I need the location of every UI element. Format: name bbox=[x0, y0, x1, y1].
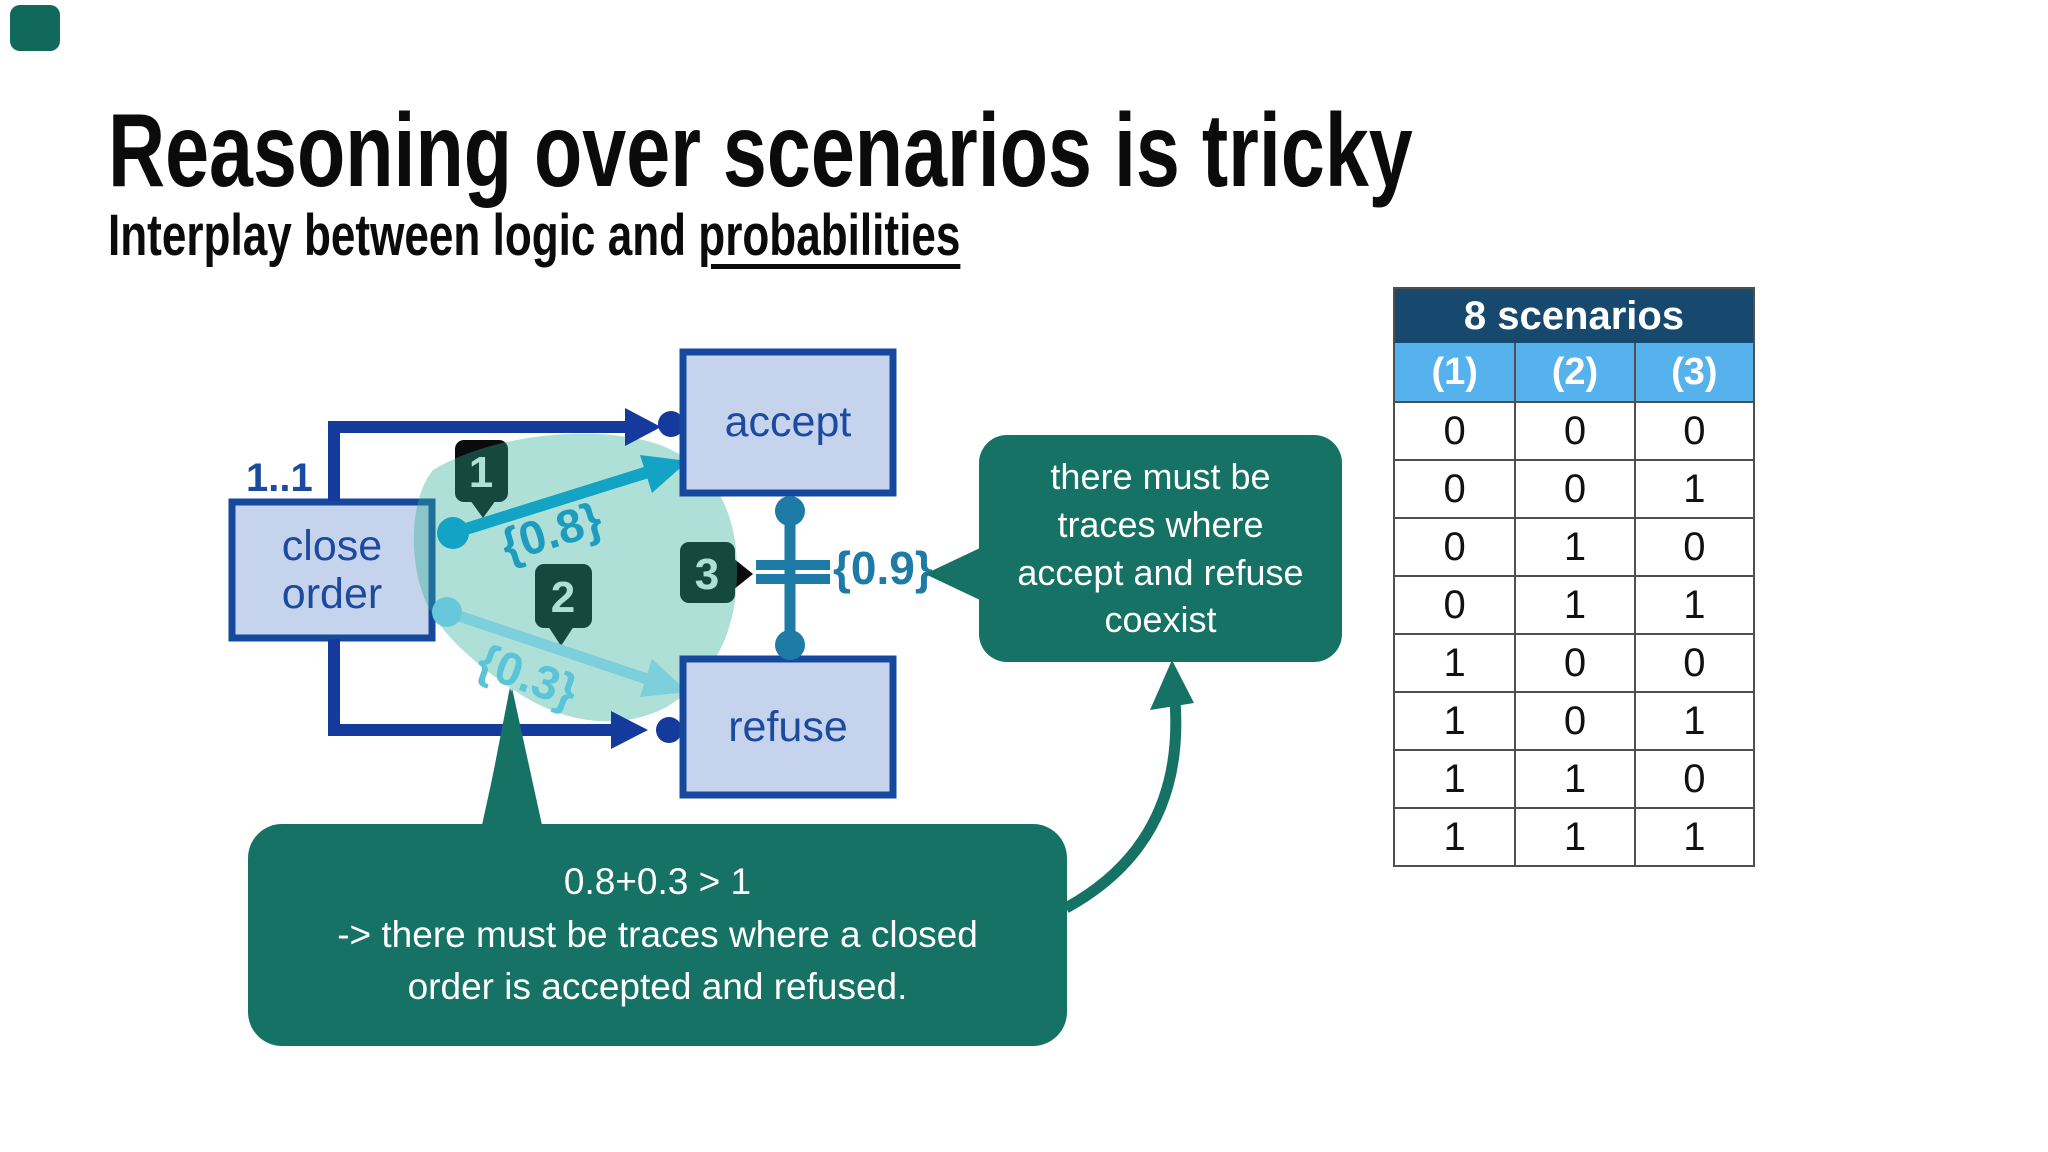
column-header-3: (3) bbox=[1633, 343, 1753, 403]
scenarios-table-title: 8 scenarios bbox=[1395, 289, 1753, 343]
close-order-label: close order bbox=[281, 521, 383, 618]
accept-label: accept bbox=[724, 398, 852, 447]
column-header-1: (1) bbox=[1395, 343, 1515, 403]
curved-arrow bbox=[1063, 660, 1194, 913]
close-order-box bbox=[228, 498, 436, 642]
bottom-note-text: 0.8+0.3 > 1 -> there must be traces wher… bbox=[337, 861, 978, 1008]
badge-1: 1 bbox=[455, 440, 508, 518]
table-cell: 1 bbox=[1514, 809, 1634, 865]
table-cell: 1 bbox=[1633, 809, 1753, 865]
badge-1-number: 1 bbox=[469, 448, 493, 497]
page-subtitle: Interplay between logic and probabilitie… bbox=[108, 202, 1230, 269]
subtitle-text: Interplay between logic and bbox=[108, 203, 699, 268]
table-cell: 1 bbox=[1514, 519, 1634, 577]
table-cell: 1 bbox=[1514, 577, 1634, 635]
corner-accent bbox=[10, 5, 60, 51]
scenarios-table-header: (1) (2) (3) bbox=[1395, 343, 1753, 403]
table-cell: 1 bbox=[1395, 693, 1515, 751]
table-cell: 0 bbox=[1395, 519, 1515, 577]
table-cell: 0 bbox=[1633, 635, 1753, 693]
refuse-label: refuse bbox=[728, 702, 848, 751]
table-cell: 0 bbox=[1514, 635, 1634, 693]
badge-3-number: 3 bbox=[695, 550, 719, 599]
coexist-callout: there must be traces where accept and re… bbox=[925, 435, 1342, 662]
table-cell: 1 bbox=[1514, 751, 1634, 809]
coexist-callout-tail bbox=[925, 548, 980, 600]
table-cell: 1 bbox=[1395, 635, 1515, 693]
scenario-blob bbox=[413, 433, 738, 722]
table-cell: 1 bbox=[1395, 751, 1515, 809]
table-cell: 0 bbox=[1395, 461, 1515, 519]
probability-arrow-accept bbox=[437, 455, 688, 549]
bottom-note-tail bbox=[482, 688, 542, 825]
probability-label-not-coexistence: {0.9} bbox=[833, 542, 933, 594]
badge-2: 2 bbox=[535, 564, 592, 646]
table-cell: 1 bbox=[1633, 577, 1753, 635]
multiplicity-label: 1..1 bbox=[246, 456, 313, 500]
table-cell: 0 bbox=[1395, 403, 1515, 461]
table-cell: 0 bbox=[1633, 519, 1753, 577]
not-coexistence-connector bbox=[756, 496, 830, 660]
page-title: Reasoning over scenarios is tricky bbox=[108, 93, 1413, 209]
table-cell: 0 bbox=[1514, 403, 1634, 461]
coexist-callout-text: there must be traces where accept and re… bbox=[1017, 455, 1304, 641]
table-cell: 0 bbox=[1395, 577, 1515, 635]
table-cell: 1 bbox=[1633, 461, 1753, 519]
probability-arrow-refuse bbox=[432, 597, 688, 697]
refuse-box bbox=[679, 655, 897, 799]
table-cell: 0 bbox=[1514, 461, 1634, 519]
table-cell: 0 bbox=[1633, 751, 1753, 809]
accept-box bbox=[679, 348, 897, 497]
table-cell: 1 bbox=[1633, 693, 1753, 751]
table-cell: 1 bbox=[1395, 809, 1515, 865]
badge-2-number: 2 bbox=[551, 573, 575, 622]
column-header-2: (2) bbox=[1514, 343, 1634, 403]
badge-3: 3 bbox=[680, 542, 753, 603]
subtitle-underlined-word: probabilities bbox=[698, 203, 961, 268]
bottom-note-callout: 0.8+0.3 > 1 -> there must be traces wher… bbox=[248, 688, 1067, 1046]
table-cell: 0 bbox=[1633, 403, 1753, 461]
table-cell: 0 bbox=[1514, 693, 1634, 751]
edge-close-accept bbox=[328, 408, 684, 501]
